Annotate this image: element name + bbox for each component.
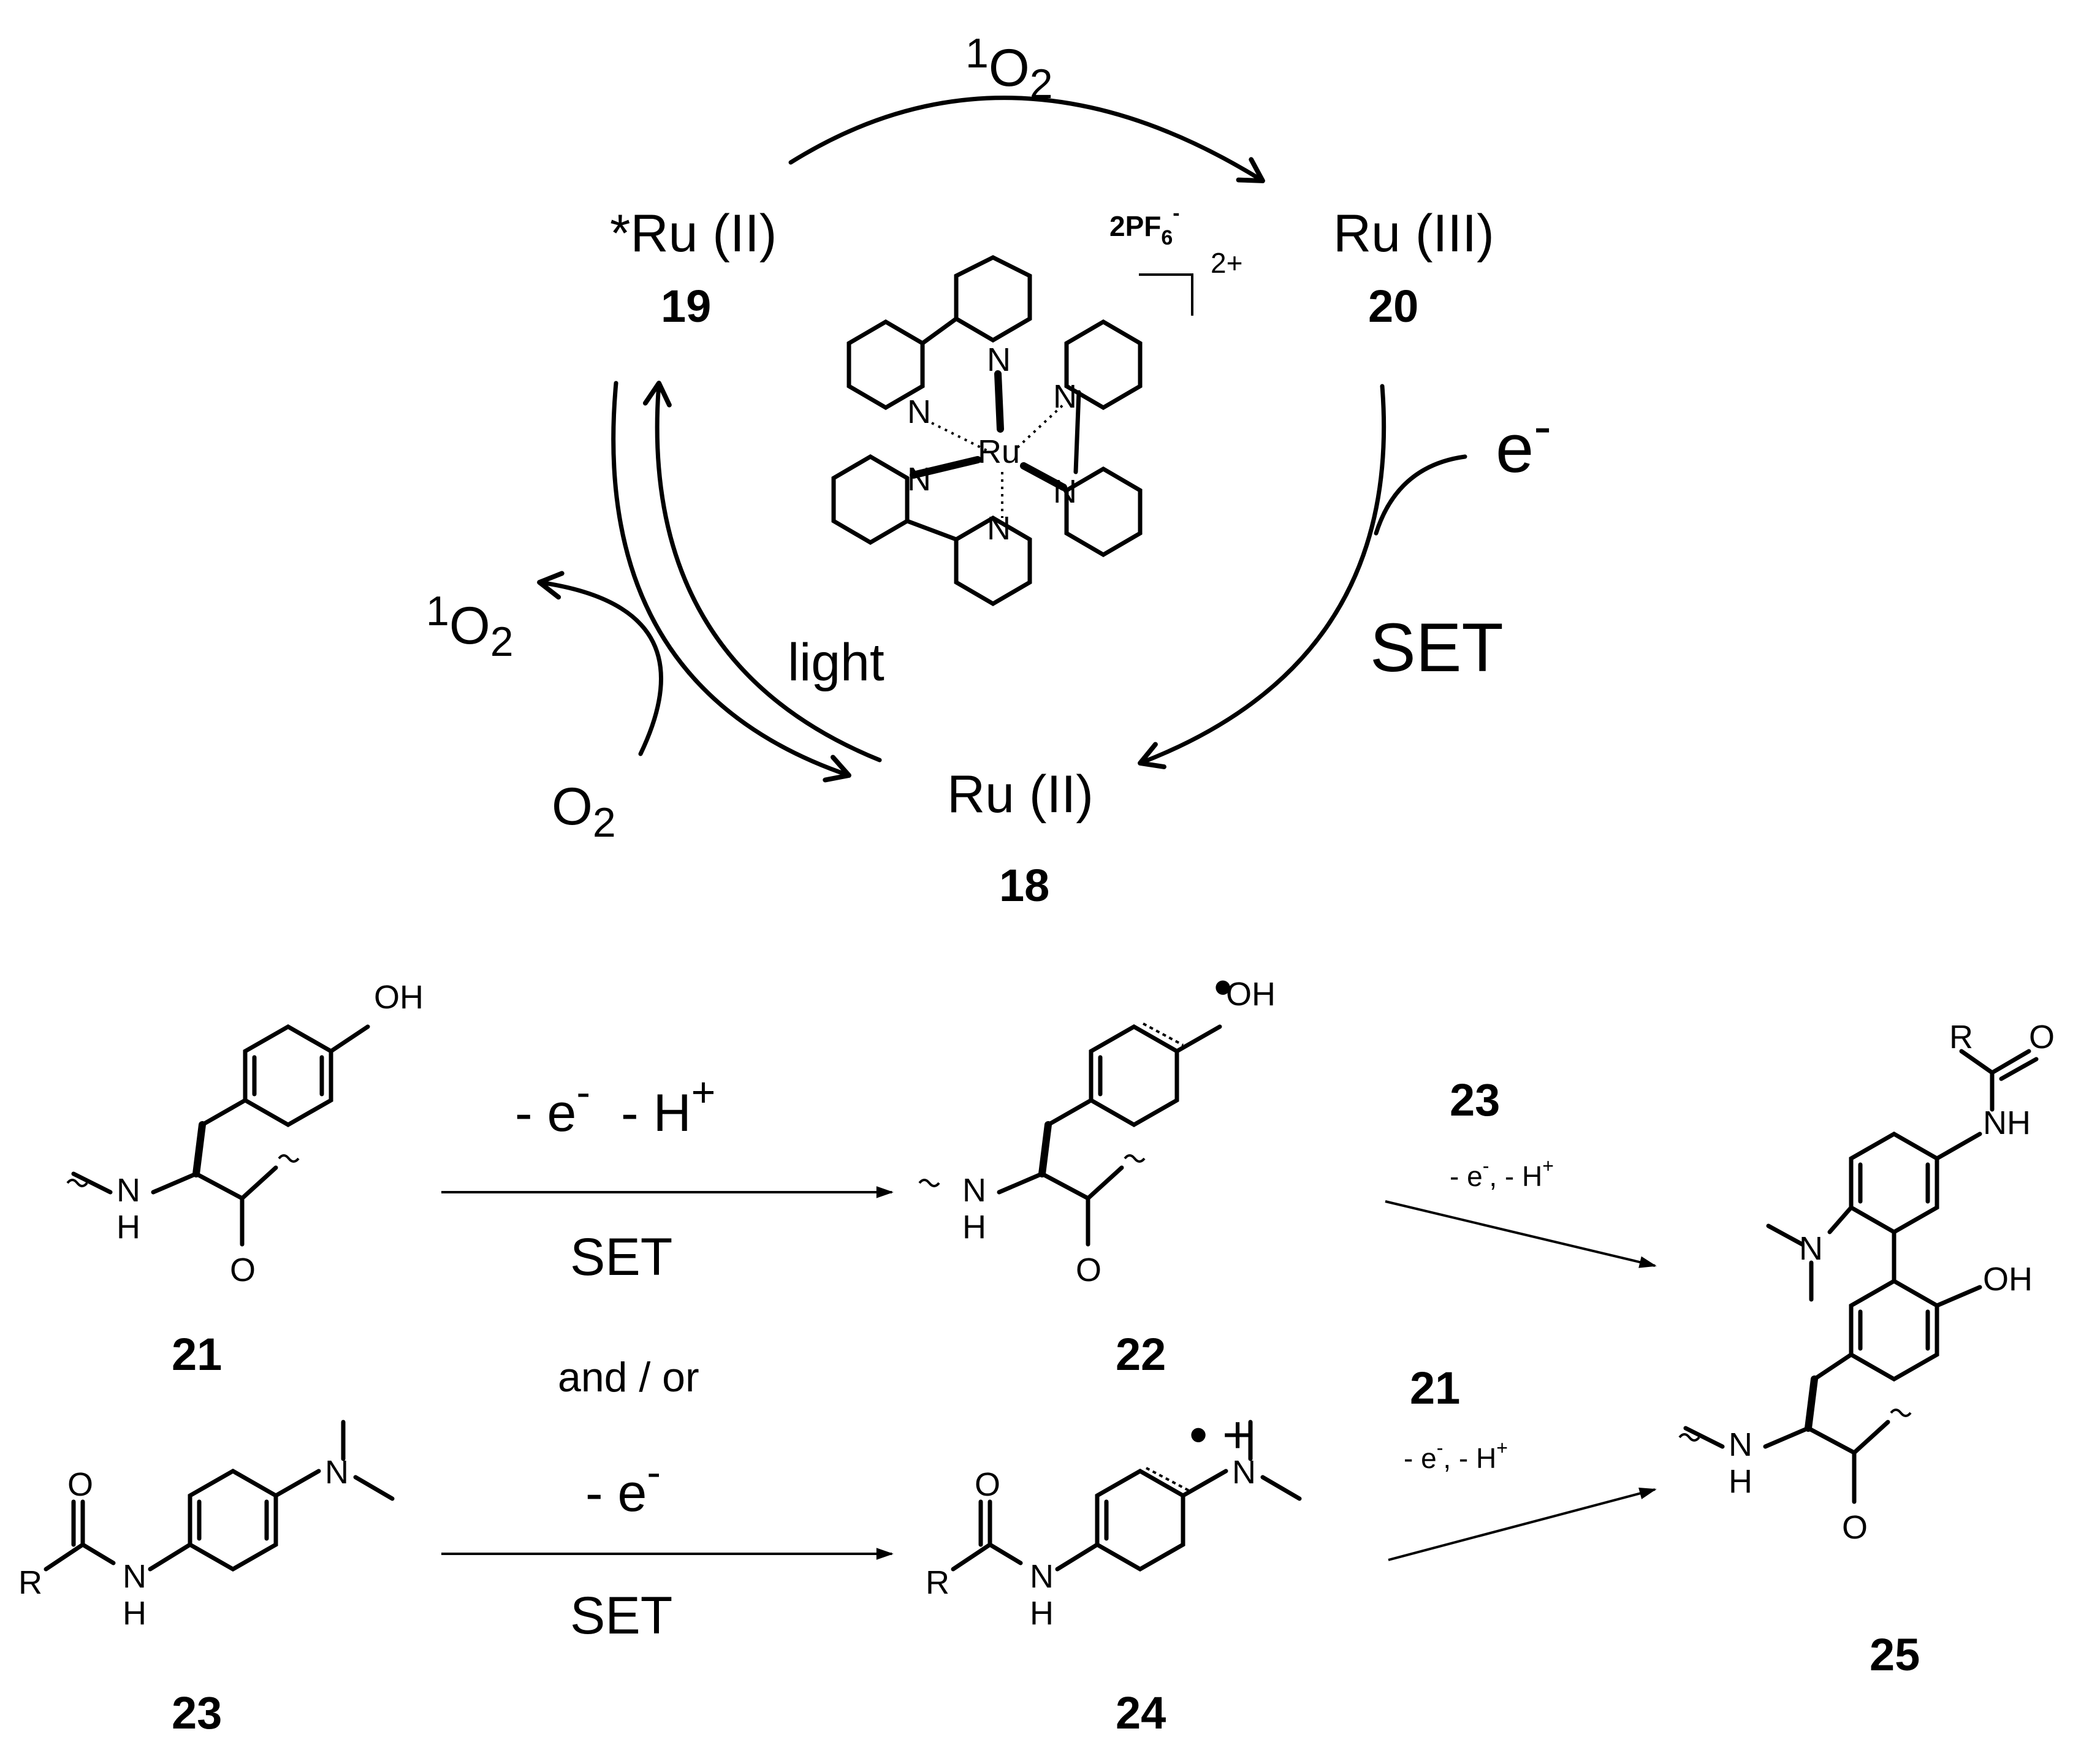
carbonyl-o-label: O — [975, 1466, 1000, 1503]
nitrogen-atom: N — [1053, 473, 1077, 510]
radical-dot: • — [1214, 958, 1232, 1017]
amide-n-label: N — [123, 1558, 146, 1595]
oxidized-state-label: Ru (III) — [1333, 204, 1494, 263]
nitrogen-atom: N — [907, 394, 931, 430]
backbone-n-label: N — [1729, 1426, 1752, 1463]
compound-25-structure: R O NH N OH N H O 25 — [1678, 1019, 2055, 1680]
compound-18-number: 18 — [999, 860, 1049, 911]
compound-21-structure: OH N H O 21 — [66, 979, 424, 1380]
excitation-arrow — [642, 381, 882, 763]
conditions-21-to-22: - e-- H+ — [515, 1069, 715, 1143]
r-group-label: R — [18, 1564, 42, 1601]
oxygen-in: O2 — [552, 777, 616, 846]
amide-n-label: N — [962, 1172, 986, 1209]
deactivation-arrow — [611, 381, 851, 783]
dimethylamino-n-label: N — [1799, 1230, 1823, 1267]
compound-23-structure: N O R N H 23 — [18, 1420, 395, 1738]
nitrogen-atom: N — [1053, 378, 1077, 415]
compound-20-number: 20 — [1368, 281, 1418, 332]
conditions-22-to-25: - e-, - H+ — [1450, 1155, 1554, 1192]
nitrogen-atom: N — [987, 341, 1011, 378]
hydroxyl-label: OH — [1226, 976, 1276, 1013]
reagent-23-label: 23 — [1450, 1074, 1500, 1125]
set-23-to-24: SET — [570, 1586, 672, 1645]
charge-bracket — [1139, 273, 1193, 316]
ruthenium-complex: N N N N N N Ru — [831, 255, 1143, 607]
backbone-h-label: H — [1729, 1463, 1752, 1500]
electron-label: e- — [1496, 397, 1551, 487]
light-label: light — [788, 633, 885, 692]
nitrogen-atom: N — [907, 461, 931, 498]
carbonyl-o-label: O — [1076, 1252, 1101, 1288]
charge-label: 2+ — [1211, 247, 1242, 279]
compound-19-number: 19 — [661, 281, 711, 332]
r-group-label: R — [926, 1564, 949, 1601]
compound-21-number: 21 — [172, 1329, 222, 1380]
iminium-n-label: N — [1232, 1454, 1256, 1491]
compound-25-number: 25 — [1870, 1629, 1920, 1680]
compound-23-number: 23 — [172, 1687, 222, 1738]
compound-24-structure: • + N O R N H 24 — [926, 1405, 1302, 1738]
ground-state-label: Ru (II) — [947, 765, 1094, 824]
radical-cation-marker: • + — [1189, 1405, 1253, 1464]
carbonyl-o-label: O — [2029, 1019, 2055, 1055]
set-21-to-22: SET — [570, 1228, 672, 1287]
amide-nh-label: NH — [1983, 1105, 2031, 1141]
amide-h-label: H — [1030, 1595, 1054, 1632]
hydroxyl-label: OH — [1983, 1261, 2033, 1298]
backbone-carbonyl-o-label: O — [1842, 1509, 1868, 1546]
arrow-22-to-25 — [1385, 1200, 1657, 1268]
excited-state-label: *Ru (II) — [610, 204, 777, 263]
carbonyl-o-label: O — [230, 1252, 256, 1288]
compound-24-number: 24 — [1116, 1687, 1166, 1738]
reduction-arrow — [1138, 384, 1387, 769]
counterion-label: 2PF6- — [1109, 202, 1180, 249]
amide-n-label: N — [1030, 1558, 1054, 1595]
catalytic-cycle: 1O2 e- SET light 1O2 O2 *Ru (II) 19 Ru (… — [426, 30, 1551, 911]
oxygen-sensitization-arrow — [537, 571, 663, 756]
conditions-23-to-24: - e- — [585, 1449, 661, 1523]
quenching-arrow — [788, 96, 1265, 183]
arrow-24-to-25 — [1388, 1487, 1657, 1561]
and-or-label: and / or — [558, 1354, 699, 1401]
singlet-oxygen-out: 1O2 — [426, 588, 514, 665]
singlet-oxygen-top: 1O2 — [965, 30, 1053, 107]
electron-entry-arrow — [1374, 454, 1467, 536]
nitrogen-atom: N — [987, 510, 1011, 547]
hydroxyl-label: OH — [374, 979, 424, 1016]
amide-h-label: H — [123, 1595, 146, 1632]
compound-22-structure: • OH N H O 22 — [918, 958, 1276, 1380]
amide-n-label: N — [116, 1172, 140, 1209]
conditions-24-to-25: - e-, - H+ — [1404, 1437, 1508, 1474]
r-group-label: R — [1949, 1019, 1973, 1055]
ruthenium-atom: Ru — [978, 433, 1020, 470]
compound-22-number: 22 — [1116, 1329, 1166, 1380]
set-label-cycle: SET — [1370, 609, 1504, 686]
dimethylamino-n-label: N — [325, 1454, 349, 1491]
reaction-arrows: - e-- H+ SET and / or - e- SET 23 - e-, … — [441, 1069, 1657, 1645]
amide-h-label: H — [116, 1209, 140, 1246]
amide-h-label: H — [962, 1209, 986, 1246]
reagent-21-label: 21 — [1410, 1363, 1460, 1413]
carbonyl-o-label: O — [67, 1466, 93, 1503]
